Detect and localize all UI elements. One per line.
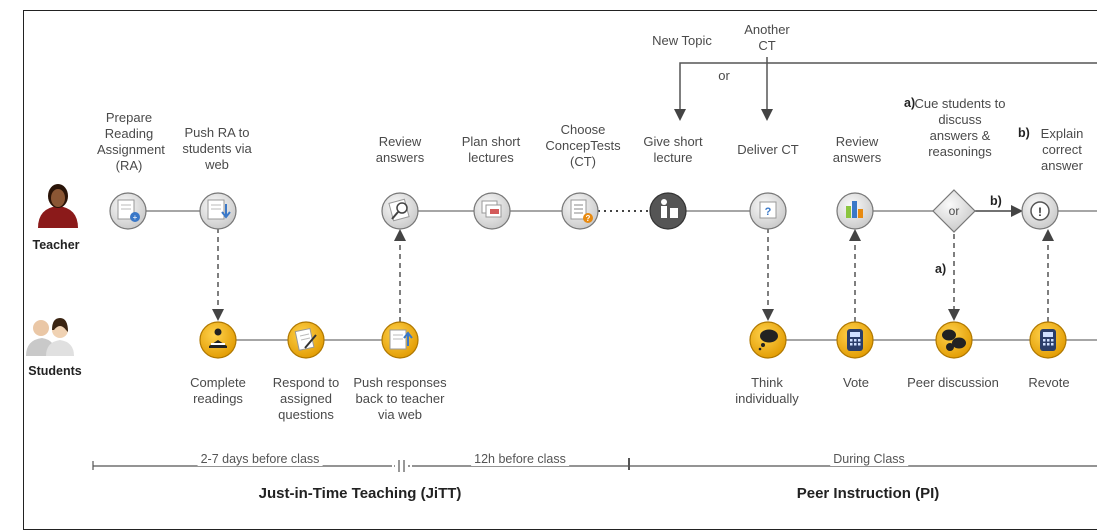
document-plus-icon: + <box>117 199 140 222</box>
teacher-avatar <box>38 184 78 228</box>
think-label: Think individually <box>735 375 799 406</box>
workflow-diagram: + ? ? <box>26 57 1097 472</box>
exclamation-icon: ! <box>1030 201 1050 221</box>
vote-node <box>836 321 874 359</box>
revote-label: Revote <box>1028 375 1070 390</box>
review-answers-2-node <box>836 192 874 230</box>
deliver-ct-node: ? <box>749 192 787 230</box>
respond-node <box>287 321 325 359</box>
branch-a-tag: a) <box>935 262 947 276</box>
peer-discussion-node <box>935 321 973 359</box>
slides-icon <box>481 200 502 218</box>
another-ct-label: Another CT <box>744 22 790 53</box>
bar-chart-icon <box>846 201 863 218</box>
choose-ct-node: ? <box>561 192 599 230</box>
respond-label: Respond to assigned questions <box>272 375 340 422</box>
branch-b-tag: b) <box>990 194 1002 208</box>
explain-label: Explain correct answer <box>1040 126 1084 173</box>
give-lecture-label: Give short lecture <box>643 134 703 165</box>
give-lecture-node <box>649 192 687 230</box>
loop-or-label: or <box>718 68 730 83</box>
new-topic-label: New Topic <box>652 33 712 48</box>
students-role-label: Students <box>28 364 82 378</box>
reader-icon <box>209 328 227 348</box>
magnifier-icon <box>388 198 410 222</box>
svg-text:?: ? <box>586 214 591 223</box>
clicker-icon <box>847 329 863 351</box>
students-avatar <box>26 318 74 356</box>
cue-students-label: Cue students to discuss answers & reason… <box>914 96 1006 159</box>
svg-text:!: ! <box>1038 205 1042 219</box>
lecturer-icon <box>661 199 678 218</box>
svg-text:?: ? <box>765 206 772 218</box>
teacher-role-label: Teacher <box>32 238 80 252</box>
pencil-paper-icon <box>294 327 317 351</box>
think-node <box>749 321 787 359</box>
question-icon: ? <box>759 201 777 219</box>
complete-readings-label: Complete readings <box>190 375 246 406</box>
cue-branch-tag: a) <box>904 96 916 110</box>
loop-lines <box>674 57 1097 121</box>
pi-section-title: Peer Instruction (PI) <box>796 485 940 502</box>
hours-before-label: 12h before class <box>471 452 569 466</box>
review-answers-1-label: Review answers <box>375 134 425 165</box>
checklist-icon: ? <box>570 199 593 223</box>
thought-bubble-icon <box>758 329 778 351</box>
push-ra-node <box>199 192 237 230</box>
review-answers-2-label: Review answers <box>832 134 882 165</box>
document-upload-icon <box>389 329 413 350</box>
push-responses-node <box>381 321 419 359</box>
choose-ct-label: Choose ConcepTests (CT) <box>545 122 621 169</box>
explain-branch-tag: b) <box>1018 126 1030 140</box>
explain-node: ! <box>1021 192 1059 230</box>
prepare-ra-label: Prepare Reading Assignment (RA) <box>97 110 165 173</box>
review-answers-1-node <box>381 192 419 230</box>
push-ra-label: Push RA to students via web <box>182 125 252 172</box>
speech-bubbles-icon <box>942 329 966 351</box>
plan-lectures-label: Plan short lectures <box>461 134 521 165</box>
during-class-label: During Class <box>830 452 908 466</box>
clicker-icon <box>1040 329 1056 351</box>
push-responses-label: Push responses back to teacher via web <box>353 375 447 422</box>
document-download-icon <box>207 199 231 220</box>
plan-lectures-node <box>473 192 511 230</box>
deliver-ct-label: Deliver CT <box>737 142 799 157</box>
before-class-label: 2-7 days before class <box>197 452 323 466</box>
prepare-ra-node: + <box>109 192 147 230</box>
svg-text:+: + <box>133 213 138 222</box>
diamond-icon <box>932 189 976 233</box>
decision-or-label: or <box>948 204 960 218</box>
revote-node <box>1029 321 1067 359</box>
vote-label: Vote <box>842 375 870 390</box>
decision-node <box>932 189 976 233</box>
dashed-arrows <box>212 228 1054 322</box>
peer-discussion-label: Peer discussion <box>907 375 999 390</box>
jitt-section-title: Just-in-Time Teaching (JiTT) <box>258 485 462 502</box>
complete-readings-node <box>199 321 237 359</box>
timeline-axis <box>92 458 1097 472</box>
